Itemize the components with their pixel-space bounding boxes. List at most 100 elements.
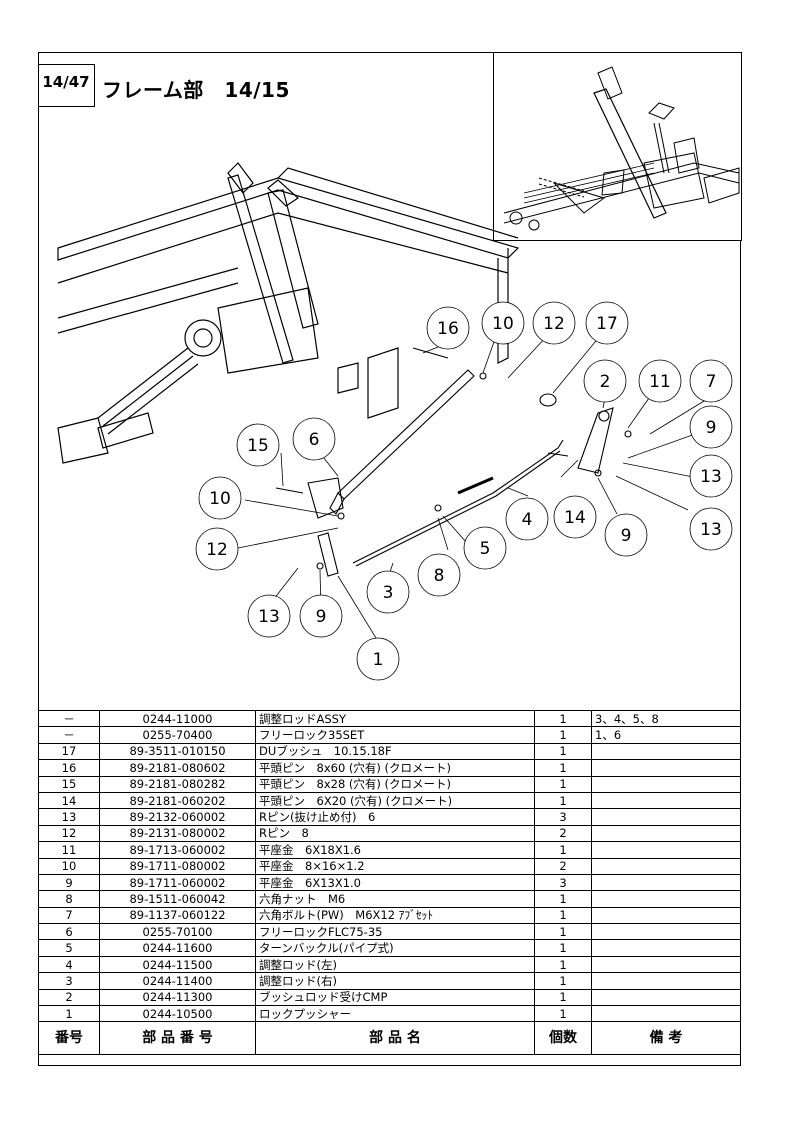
cell-part-no: 89-2181-080602 — [99, 759, 256, 777]
cell-name: 調整ロッドASSY — [255, 709, 535, 728]
callout-label: 15 — [247, 436, 269, 456]
cell-part-no: 89-2131-080002 — [99, 824, 256, 843]
callout-labels: 16 10 12 17 2 11 7 9 13 13 14 9 4 15 6 1… — [206, 314, 722, 670]
cell-remarks — [591, 972, 741, 990]
cell-remarks: 1、6 — [591, 726, 741, 744]
cell-qty: 1 — [534, 726, 592, 744]
cell-name: フリーロックFLC75-35 — [255, 923, 535, 941]
header-name: 部 品 名 — [255, 1021, 535, 1056]
callout-8 — [417, 553, 461, 597]
cell-qty: 1 — [534, 955, 592, 974]
cell-name: 調整ロッド(右) — [255, 972, 535, 990]
header-remarks: 備 考 — [591, 1021, 741, 1056]
cell-qty: 2 — [534, 824, 592, 843]
cell-remarks — [591, 824, 741, 843]
cell-name: 六角ボルト(PW) M6X12 ｱﾌﾞｾｯﾄ — [255, 906, 535, 925]
cell-qty: 1 — [534, 742, 592, 761]
cell-remarks — [591, 988, 741, 1007]
callout-10 — [481, 301, 525, 345]
cell-remarks — [591, 939, 741, 957]
callout-label: 6 — [309, 430, 320, 450]
cell-remarks — [591, 906, 741, 925]
callout-label: 2 — [600, 372, 611, 392]
cell-no: 15 — [38, 775, 100, 793]
cell-qty: 1 — [534, 939, 592, 957]
frame-assembly — [57, 162, 520, 464]
cell-qty: 3 — [534, 873, 592, 892]
callout-label: 13 — [700, 520, 722, 540]
cell-no: 5 — [38, 939, 100, 957]
cell-part-no: 0255-70100 — [99, 923, 256, 941]
callout-label: 9 — [706, 418, 717, 438]
parts-list-header-row: 番号 部 品 番 号 部 品 名 個数 備 考 — [38, 1021, 741, 1056]
callout-label: 10 — [209, 489, 231, 509]
cell-part-no: 0255-70400 — [99, 726, 256, 744]
callout-label: 7 — [706, 372, 717, 392]
cell-no: 8 — [38, 890, 100, 908]
callout-label: 9 — [621, 526, 632, 546]
cell-no: 6 — [38, 923, 100, 941]
cell-name: 平頭ピン 8x28 (穴有) (クロメート) — [255, 775, 535, 793]
cell-remarks — [591, 791, 741, 810]
cell-part-no: 0244-11600 — [99, 939, 256, 957]
cell-name: 平座金 6X13X1.0 — [255, 873, 535, 892]
cell-part-no: 0244-11300 — [99, 988, 256, 1007]
callout-9c — [299, 594, 343, 638]
cell-name: 平座金 8×16×1.2 — [255, 857, 535, 875]
cell-remarks — [591, 890, 741, 908]
callout-5 — [463, 526, 507, 570]
page-title: フレーム部 14/15 — [102, 78, 290, 102]
cell-part-no: 0244-11000 — [99, 709, 256, 728]
callout-label: 3 — [383, 583, 394, 603]
callout-label: 5 — [480, 539, 491, 559]
header-no: 番号 — [38, 1021, 100, 1056]
cell-part-no: 89-1711-060002 — [99, 873, 256, 892]
callout-11 — [638, 359, 682, 403]
cell-qty: 1 — [534, 890, 592, 908]
callout-12b — [195, 527, 239, 571]
cell-part-no: 89-2181-080282 — [99, 775, 256, 793]
cell-qty: 1 — [534, 906, 592, 925]
cell-no: 17 — [38, 742, 100, 761]
cell-no: 14 — [38, 791, 100, 810]
callout-circles — [195, 301, 733, 681]
callout-label: 1 — [373, 650, 384, 670]
cell-part-no: 89-1711-080002 — [99, 857, 256, 875]
callout-label: 10 — [492, 314, 514, 334]
cell-name: ロックプッシャー — [255, 1005, 535, 1023]
cell-no: 1 — [38, 1005, 100, 1023]
cell-name: フリーロック35SET — [255, 726, 535, 744]
cell-no: 16 — [38, 759, 100, 777]
cell-name: 六角ナット M6 — [255, 890, 535, 908]
cell-remarks — [591, 841, 741, 859]
cell-qty: 1 — [534, 841, 592, 859]
callout-10b — [198, 476, 242, 520]
cell-no: 7 — [38, 906, 100, 925]
cell-no: － — [38, 709, 100, 728]
cell-qty: 1 — [534, 988, 592, 1007]
cell-qty: 2 — [534, 857, 592, 875]
cell-no: 12 — [38, 824, 100, 843]
cell-part-no: 0244-11400 — [99, 972, 256, 990]
header-part-no: 部 品 番 号 — [99, 1021, 256, 1056]
cell-remarks: 3、4、5、8 — [591, 709, 741, 728]
cell-no: － — [38, 726, 100, 744]
callout-4 — [505, 497, 549, 541]
page-number: 14/47 — [38, 64, 95, 107]
exploded-parts-drawing: 16 10 12 17 2 11 7 9 13 13 14 9 4 15 6 1… — [57, 162, 733, 681]
callout-label: 14 — [564, 508, 586, 528]
cell-remarks — [591, 808, 741, 826]
cell-name: ブッシュロッド受けCMP — [255, 988, 535, 1007]
